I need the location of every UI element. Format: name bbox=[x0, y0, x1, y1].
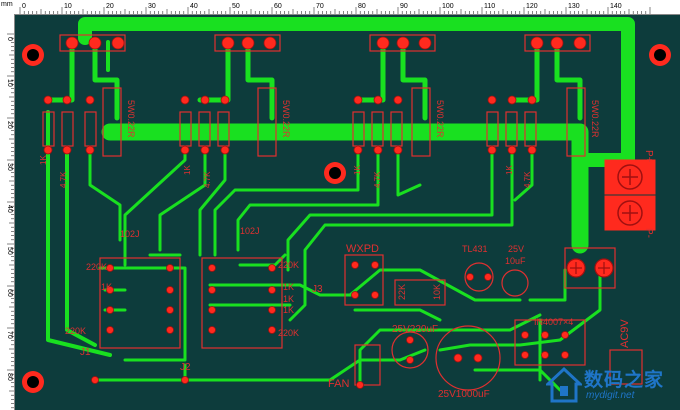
trace-ch1-a bbox=[45, 39, 75, 103]
ruler-left-label: 60 bbox=[6, 289, 13, 297]
trace-ch1-b bbox=[92, 39, 120, 121]
label-p-plus: P+ bbox=[643, 150, 654, 163]
trace-ch4-a bbox=[509, 39, 540, 103]
ruler-left-label: 40 bbox=[6, 205, 13, 213]
ruler-top: mm 0 10 20 30 40 50 60 70 80 90 100 110 120 130 140 bbox=[0, 0, 680, 15]
ruler-top-label: 0 bbox=[22, 3, 26, 10]
house-icon bbox=[546, 366, 582, 403]
ruler-top-ticks: 0 10 20 30 40 50 60 70 80 90 100 110 120 130 140 bbox=[19, 3, 651, 14]
label-j3: J3 bbox=[312, 284, 323, 295]
label-cap25v: 25V bbox=[508, 244, 524, 254]
label-res-top-4: 5W0.22R bbox=[590, 100, 600, 138]
label-j2: J2 bbox=[180, 362, 191, 373]
silkscreen-labels: 5W0.22R 5W0.22R 5W0.22R 5W0.22R 1K 4.7K … bbox=[39, 100, 654, 400]
label-47k-2: 4.7K bbox=[203, 171, 212, 188]
ruler-top-label: 20 bbox=[106, 3, 114, 10]
label-wxpd: WXPD bbox=[346, 243, 379, 255]
ruler-left-ticks: 0 10 20 30 40 50 60 70 80 bbox=[6, 33, 14, 409]
trace-middle-bus bbox=[101, 123, 589, 254]
ruler-top-label: 110 bbox=[484, 3, 495, 10]
label-25v220uf: 25V220uF bbox=[392, 324, 438, 335]
copper-traces bbox=[45, 17, 635, 392]
label-1k-left: 1K bbox=[101, 282, 112, 292]
ruler-top-label: 30 bbox=[148, 3, 156, 10]
ruler-left-label: 70 bbox=[6, 331, 13, 339]
ruler-top-label: 70 bbox=[316, 3, 324, 10]
label-47k-1: 4.7K bbox=[59, 171, 68, 188]
ruler-top-label: 100 bbox=[442, 3, 454, 10]
label-22k: 22K bbox=[397, 284, 407, 300]
ruler-top-label: 90 bbox=[400, 3, 408, 10]
label-220k-right-bot: 220K bbox=[278, 328, 299, 338]
label-fan: FAN bbox=[328, 378, 349, 390]
label-in4007x4: IN4007×4 bbox=[534, 317, 573, 327]
label-res-top-3: 5W0.22R bbox=[435, 100, 445, 138]
label-ac9v: AC9V bbox=[619, 319, 631, 348]
watermark-title: 数码之家 bbox=[584, 369, 665, 391]
ruler-top-label: 50 bbox=[232, 3, 240, 10]
trace-ch3-b bbox=[400, 39, 428, 121]
label-c102j-left: 102J bbox=[120, 229, 140, 239]
label-j1: J1 bbox=[80, 347, 91, 358]
silkscreen bbox=[42, 34, 643, 391]
label-47k-3: 4.7K bbox=[373, 171, 382, 188]
ruler-top-label: 60 bbox=[274, 3, 282, 10]
pads bbox=[43, 36, 587, 389]
ruler-left-label: 80 bbox=[6, 373, 13, 381]
label-1k-1: 1K bbox=[39, 155, 48, 165]
label-220k-left-bot: 220K bbox=[65, 326, 86, 336]
pcb-board[interactable]: 5W0.22R 5W0.22R 5W0.22R 5W0.22R 1K 4.7K … bbox=[15, 15, 680, 410]
trace-ch4-b bbox=[554, 39, 583, 121]
label-res-top-1: 5W0.22R bbox=[126, 100, 136, 138]
label-res-top-2: 5W0.22R bbox=[281, 100, 291, 138]
label-cap10uf: 10uF bbox=[505, 256, 526, 266]
label-1k-right-b: 1K bbox=[283, 294, 294, 304]
label-1k-right-c: 1K bbox=[283, 305, 294, 315]
watermark: 数码之家 mydigit.net bbox=[544, 364, 676, 406]
label-25v1000uf: 25V1000uF bbox=[438, 389, 490, 400]
label-220k-right-top: 220K bbox=[278, 260, 299, 270]
label-tl431: TL431 bbox=[462, 244, 488, 254]
label-47k-4: 4.7K bbox=[523, 171, 532, 188]
ruler-left-label: 20 bbox=[6, 121, 13, 129]
ruler-top-label: 140 bbox=[610, 3, 622, 10]
ruler-left-label: 10 bbox=[6, 79, 13, 87]
label-1k-2: 1K bbox=[183, 165, 192, 175]
label-1k-3: 1K bbox=[353, 165, 362, 175]
ruler-unit-label: mm bbox=[1, 1, 13, 8]
ruler-left-label: 30 bbox=[6, 163, 13, 171]
ruler-top-label: 10 bbox=[64, 3, 72, 10]
ruler-top-label: 130 bbox=[568, 3, 580, 10]
ruler-top-label: 80 bbox=[358, 3, 366, 10]
trace-ch2-b bbox=[245, 39, 275, 121]
ruler-left-label: 0 bbox=[6, 37, 13, 41]
ruler-top-label: 120 bbox=[526, 3, 538, 10]
ruler-left: 0 10 20 30 40 50 60 70 80 bbox=[0, 14, 15, 410]
trace-top-bus bbox=[78, 17, 635, 167]
ruler-top-label: 40 bbox=[190, 3, 198, 10]
label-1k-4: 1K bbox=[505, 165, 514, 175]
mounting-holes bbox=[22, 44, 671, 393]
label-p-minus: P- bbox=[643, 228, 654, 238]
label-1k-right-a: 1K bbox=[283, 282, 294, 292]
label-220k-left-top: 220K bbox=[86, 262, 107, 272]
screw-terminals bbox=[564, 159, 656, 289]
pcb-layout: 5W0.22R 5W0.22R 5W0.22R 5W0.22R 1K 4.7K … bbox=[22, 17, 671, 400]
watermark-url: mydigit.net bbox=[586, 390, 635, 401]
trace-left-edge bbox=[46, 110, 112, 357]
label-10k: 10K bbox=[432, 284, 442, 300]
label-c102j-right: 102J bbox=[240, 226, 260, 236]
ruler-left-label: 50 bbox=[6, 247, 13, 255]
trace-ch3-a bbox=[355, 39, 386, 103]
